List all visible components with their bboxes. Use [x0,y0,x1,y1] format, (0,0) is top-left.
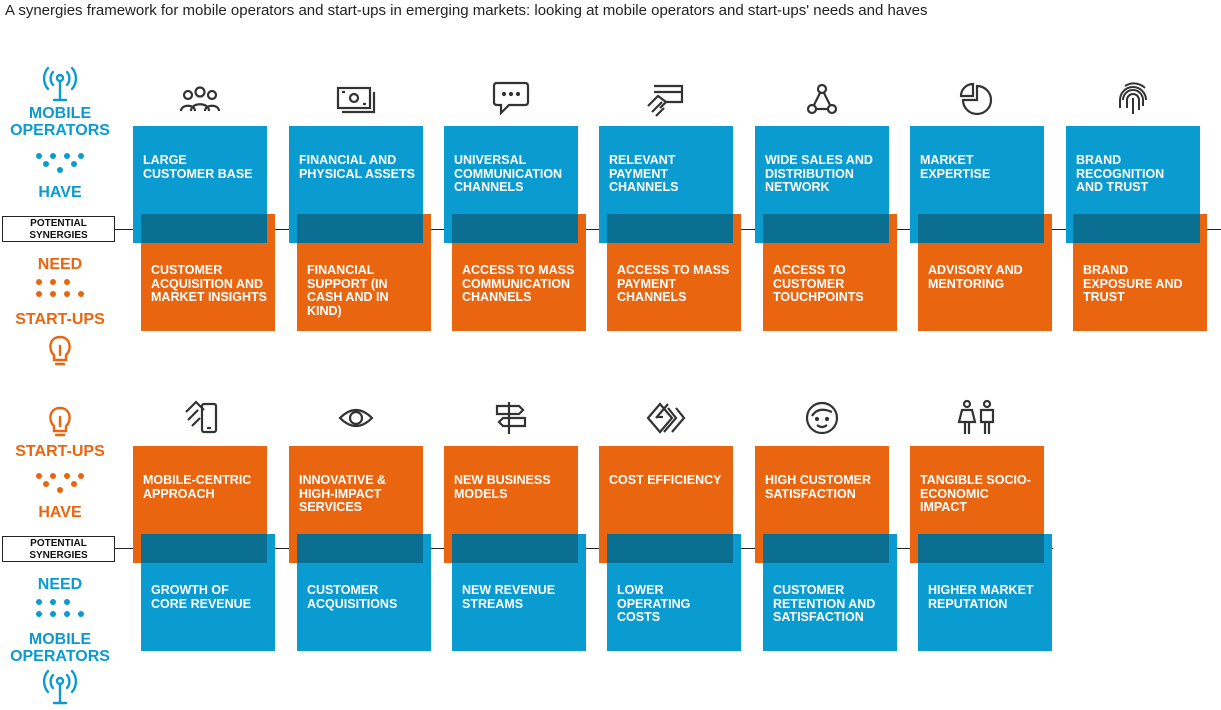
need-text: CUSTOMER ACQUISITION AND MARKET INSIGHTS [151,263,267,304]
section1-have-dots [36,153,84,173]
have-text: COST EFFICIENCY [609,473,722,487]
section2-have-label: HAVE [38,504,82,521]
synergy-overlap [763,214,889,243]
lightbulb-icon [44,403,76,439]
need-text: CUSTOMER RETENTION AND SATISFACTION [773,583,876,624]
antenna-icon [38,669,82,705]
section2-need-label: NEED [37,576,83,593]
need-text: ADVISORY AND MENTORING [928,263,1023,291]
section1-top-label: MOBILE OPERATORS [10,105,110,139]
synergy-overlap [141,214,267,243]
smiling-face-icon [800,398,844,438]
fingerprint-icon [1111,80,1155,120]
section1-bottom-label: START-UPS [15,311,105,328]
have-text: FINANCIAL AND PHYSICAL ASSETS [299,153,415,181]
need-text: NEW REVENUE STREAMS [462,583,556,611]
have-text: WIDE SALES AND DISTRIBUTION NETWORK [765,153,873,194]
card-payment-icon [644,80,688,120]
synergy-overlap [141,534,267,563]
banknote-icon [334,80,378,120]
have-text: TANGIBLE SOCIO-ECONOMIC IMPACT [920,473,1031,514]
synergy-overlap [297,534,423,563]
have-text: HIGH CUSTOMER SATISFACTION [765,473,872,501]
have-text: INNOVATIVE & HIGH-IMPACT SERVICES [299,473,387,514]
lightbulb-icon [44,333,76,367]
cash-stack-icon [644,398,688,438]
section2-need-dots [36,599,84,619]
need-text: CUSTOMER ACQUISITIONS [307,583,398,611]
synergy-overlap [918,214,1044,243]
need-text: FINANCIAL SUPPORT (IN CASH AND IN KIND) [307,263,389,318]
pie-chart-icon [955,80,999,120]
woman-man-icon [955,398,999,438]
have-text: NEW BUSINESS MODELS [454,473,551,501]
section2-have-dots [36,473,84,493]
need-text: ACCESS TO CUSTOMER TOUCHPOINTS [773,263,864,304]
need-text: GROWTH OF CORE REVENUE [151,583,252,611]
section2-top-label: START-UPS [15,443,105,460]
section2-bottom-label: MOBILE OPERATORS [10,631,110,665]
people-group-icon [178,80,222,120]
synergy-overlap [452,534,578,563]
synergy-overlap [607,534,733,563]
synergy-overlap [1073,214,1200,243]
section1-need-dots [36,279,84,299]
figure-title: A synergies framework for mobile operato… [5,2,928,19]
signpost-icon [489,398,533,438]
need-text: LOWER OPERATING COSTS [617,583,691,624]
need-text: ACCESS TO MASS PAYMENT CHANNELS [617,263,730,304]
need-text: HIGHER MARKET REPUTATION [928,583,1034,611]
antenna-icon [38,66,82,102]
synergy-overlap [297,214,423,243]
synergy-overlap [452,214,578,243]
have-text: LARGE CUSTOMER BASE [143,153,253,181]
synergy-overlap [763,534,889,563]
eye-icon [334,398,378,438]
network-nodes-icon [800,80,844,120]
section1-have-label: HAVE [38,184,82,201]
section1-synergy-label: POTENTIAL SYNERGIES [2,216,115,242]
section2-synergy-label: POTENTIAL SYNERGIES [2,536,115,562]
synergy-overlap [918,534,1044,563]
have-text: UNIVERSAL COMMUNICATION CHANNELS [454,153,563,194]
synergy-overlap [607,214,733,243]
have-text: MOBILE-CENTRIC APPROACH [143,473,252,501]
have-text: BRAND RECOGNITION AND TRUST [1076,153,1165,194]
need-text: ACCESS TO MASS COMMUNICATION CHANNELS [462,263,575,304]
section1-need-label: NEED [37,256,83,273]
mobile-devices-icon [178,398,222,438]
chat-bubble-icon [489,78,533,118]
need-text: BRAND EXPOSURE AND TRUST [1083,263,1183,304]
have-text: MARKET EXPERTISE [920,153,991,181]
have-text: RELEVANT PAYMENT CHANNELS [609,153,679,194]
